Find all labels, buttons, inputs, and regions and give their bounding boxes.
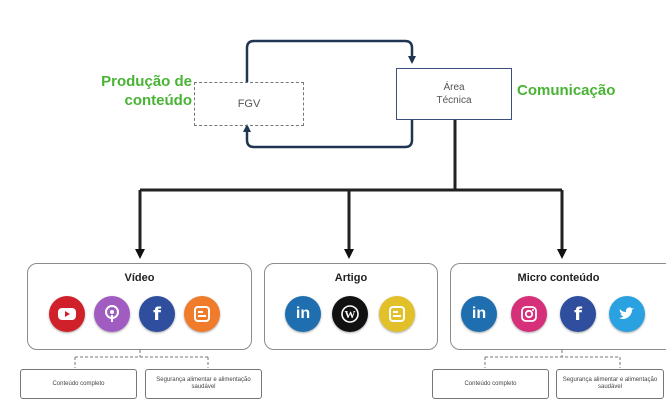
linkedin-icon[interactable]: in (461, 296, 497, 332)
twitter-icon[interactable] (609, 296, 645, 332)
youtube-icon[interactable] (49, 296, 85, 332)
dashed-connector-video (74, 350, 209, 368)
blogger-icon[interactable] (184, 296, 220, 332)
instagram-icon[interactable] (511, 296, 547, 332)
svg-text:W: W (345, 309, 356, 321)
facebook-icon[interactable]: f (139, 296, 175, 332)
panel-title: Artigo (334, 272, 368, 284)
blogger-icon[interactable] (379, 296, 415, 332)
dashed-connector-micro (484, 350, 621, 368)
linkedin-icon[interactable]: in (285, 296, 321, 332)
facebook-icon[interactable]: f (560, 296, 596, 332)
podcast-icon[interactable] (94, 296, 130, 332)
fgv-box: FGV (194, 82, 304, 126)
communication-label: Comunicação (517, 82, 616, 99)
loop-arrow-top (245, 39, 416, 82)
production-label: Produção de conteúdo (101, 73, 192, 109)
panel-artigo: Artigo in W (264, 263, 438, 350)
leaf-seguranca-alimentar: Segurança alimentar e alimentação saudáv… (145, 369, 262, 399)
wordpress-icon[interactable]: W (332, 296, 368, 332)
loop-arrow-bottom (243, 120, 414, 149)
leaf-conteudo-completo: Conteúdo completo (432, 369, 549, 399)
panel-video: Vídeo f (27, 263, 252, 350)
panel-title: Micro conteúdo (517, 272, 600, 284)
leaf-seguranca-alimentar: Segurança alimentar e alimentação saudáv… (556, 369, 664, 399)
area-tecnica-box: Área Técnica (396, 68, 512, 120)
leaf-conteudo-completo: Conteúdo completo (20, 369, 137, 399)
panel-title: Vídeo (124, 272, 155, 284)
panel-micro-conteudo: Micro conteúdo in f (450, 263, 666, 350)
